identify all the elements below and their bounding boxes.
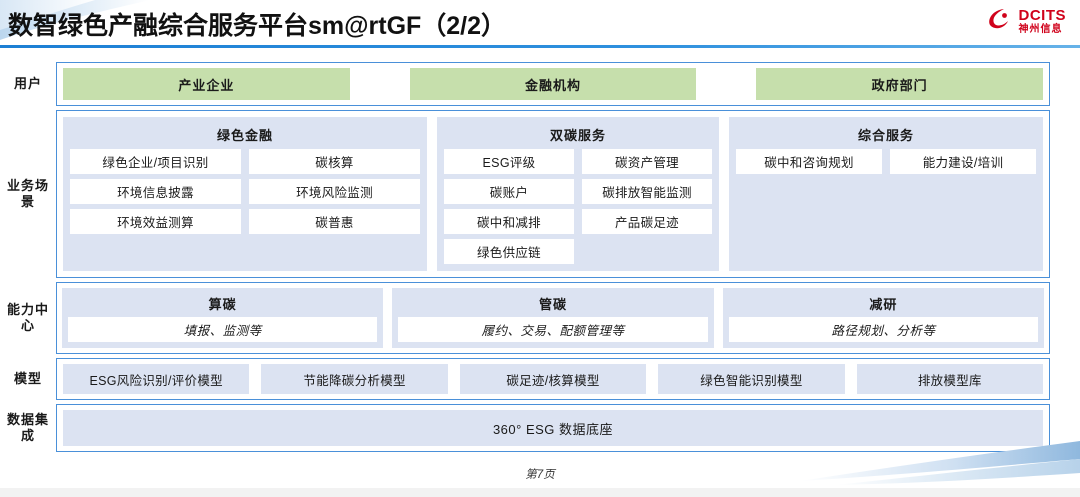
scenario-cell[interactable]: 碳账户 (444, 179, 574, 204)
spacer (704, 68, 748, 100)
scenario-cell[interactable]: 绿色供应链 (444, 239, 574, 264)
logo-text-en: DCITS (1018, 7, 1066, 24)
capability-subtitle: 履约、交易、配额管理等 (398, 317, 708, 342)
row-users: 用户 产业企业 金融机构 政府部门 (0, 62, 1080, 106)
row-capability-center: 能力中心 算碳 填报、监测等 管碳 履约、交易、配额管理等 减研 路径规划、分析… (0, 282, 1080, 354)
row-body-business-scenarios: 绿色金融 绿色企业/项目识别 碳核算 环境信息披露 环境风险监测 环境效益测算 … (56, 110, 1050, 278)
model-box[interactable]: 绿色智能识别模型 (658, 364, 845, 394)
capability-subtitle: 路径规划、分析等 (728, 317, 1038, 342)
scenario-cell[interactable]: 碳普惠 (249, 209, 420, 234)
group-comprehensive-service: 综合服务 碳中和咨询规划 能力建设/培训 (729, 117, 1043, 271)
dcits-mark-icon (984, 6, 1014, 37)
scenario-cell-empty (582, 239, 712, 264)
scenario-cell[interactable]: 环境效益测算 (70, 209, 241, 234)
group-green-finance: 绿色金融 绿色企业/项目识别 碳核算 环境信息披露 环境风险监测 环境效益测算 … (63, 117, 427, 271)
data-foundation-box[interactable]: 360° ESG 数据底座 (63, 410, 1043, 446)
model-box[interactable]: 碳足迹/核算模型 (459, 364, 647, 394)
scenario-cell[interactable]: 环境信息披露 (70, 179, 241, 204)
slide-header: 数智绿色产融综合服务平台sm@rtGF（2/2） DCITS 神州信息 (0, 0, 1080, 48)
cell-grid-dual-carbon: ESG评级 碳资产管理 碳账户 碳排放智能监测 碳中和减排 产品碳足迹 绿色供应… (444, 149, 712, 264)
capability-title: 算碳 (208, 297, 237, 312)
row-body-models: ESG风险识别/评价模型 节能降碳分析模型 碳足迹/核算模型 绿色智能识别模型 … (56, 358, 1050, 400)
cell-grid-green-finance: 绿色企业/项目识别 碳核算 环境信息披露 环境风险监测 环境效益测算 碳普惠 (70, 149, 420, 234)
group-dual-carbon-service: 双碳服务 ESG评级 碳资产管理 碳账户 碳排放智能监测 碳中和减排 产品碳足迹… (437, 117, 719, 271)
scenario-cell[interactable]: 碳资产管理 (582, 149, 712, 174)
model-box[interactable]: ESG风险识别/评价模型 (63, 364, 250, 394)
scenario-cell[interactable]: ESG评级 (444, 149, 574, 174)
capability-title: 减研 (869, 297, 898, 312)
dcits-logo: DCITS 神州信息 (984, 6, 1067, 37)
capability-title: 管碳 (538, 297, 567, 312)
scenario-cell[interactable]: 碳排放智能监测 (582, 179, 712, 204)
scenario-cell[interactable]: 碳中和减排 (444, 209, 574, 234)
scenario-cell[interactable]: 能力建设/培训 (890, 149, 1036, 174)
scenario-cell[interactable]: 碳核算 (249, 149, 420, 174)
group-title-comprehensive: 综合服务 (857, 128, 914, 143)
row-body-users: 产业企业 金融机构 政府部门 (56, 62, 1050, 106)
model-box[interactable]: 排放模型库 (856, 364, 1044, 394)
page-number: 第7页 (525, 469, 555, 481)
row-label-capability-center: 能力中心 (6, 301, 49, 333)
capability-group-reduce-research[interactable]: 减研 路径规划、分析等 (722, 288, 1044, 348)
row-label-business-scenarios: 业务场景 (6, 177, 49, 209)
scenario-cell[interactable]: 产品碳足迹 (582, 209, 712, 234)
capability-subtitle: 填报、监测等 (68, 317, 378, 342)
scenario-cell[interactable]: 环境风险监测 (249, 179, 420, 204)
title-divider (0, 45, 1080, 48)
capability-group-calc-carbon[interactable]: 算碳 填报、监测等 (62, 288, 384, 348)
user-box-industry[interactable]: 产业企业 (63, 68, 350, 100)
group-title-green-finance: 绿色金融 (216, 128, 273, 143)
model-box[interactable]: 节能降碳分析模型 (261, 364, 448, 394)
capability-group-manage-carbon[interactable]: 管碳 履约、交易、配额管理等 (392, 288, 714, 348)
row-models: 模型 ESG风险识别/评价模型 节能降碳分析模型 碳足迹/核算模型 绿色智能识别… (0, 358, 1080, 400)
bottom-strip (0, 488, 1080, 497)
row-label-data-integration: 数据集成 (6, 411, 49, 443)
logo-text-cn: 神州信息 (1018, 24, 1063, 35)
row-business-scenarios: 业务场景 绿色金融 绿色企业/项目识别 碳核算 环境信息披露 环境风险监测 环境… (0, 110, 1080, 278)
spacer (358, 68, 402, 100)
group-title-dual-carbon: 双碳服务 (549, 128, 606, 143)
row-label-users: 用户 (13, 75, 42, 91)
user-box-government[interactable]: 政府部门 (756, 68, 1044, 100)
scenario-cell[interactable]: 绿色企业/项目识别 (70, 149, 241, 174)
user-box-financial[interactable]: 金融机构 (409, 68, 697, 100)
cell-grid-comprehensive: 碳中和咨询规划 能力建设/培训 (736, 149, 1036, 174)
row-body-data-integration: 360° ESG 数据底座 (56, 404, 1050, 452)
architecture-matrix: 用户 产业企业 金融机构 政府部门 业务场景 绿色金融 绿色企业/项目识别 碳核… (0, 62, 1080, 456)
scenario-cell[interactable]: 碳中和咨询规划 (736, 149, 882, 174)
row-data-integration: 数据集成 360° ESG 数据底座 (0, 404, 1080, 452)
row-body-capability-center: 算碳 填报、监测等 管碳 履约、交易、配额管理等 减研 路径规划、分析等 (56, 282, 1050, 354)
row-label-models: 模型 (13, 370, 42, 386)
page-title: 数智绿色产融综合服务平台sm@rtGF（2/2） (8, 12, 507, 40)
